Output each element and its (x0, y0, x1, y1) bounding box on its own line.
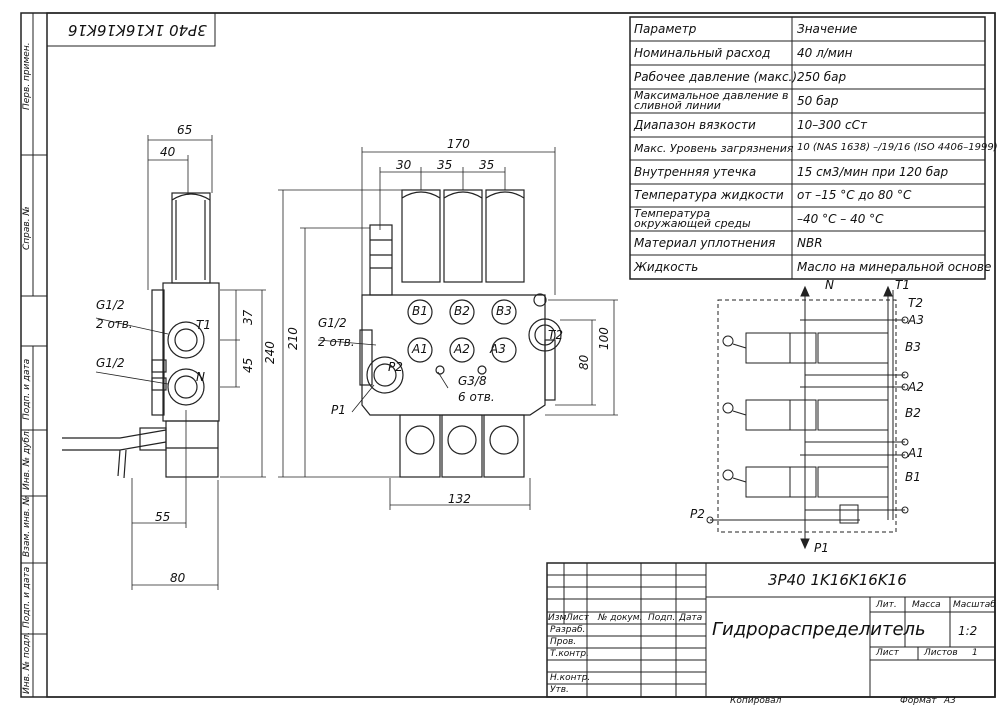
front-a1: A1 (412, 342, 428, 356)
tb-tkontr: Т.контр. (550, 649, 590, 659)
tb-list: Лист (566, 613, 589, 623)
spec-row-param: Макс. Уровень загрязнения (634, 142, 794, 155)
side-two-holes: 2 отв. (96, 317, 133, 331)
spec-row-param: Материал уплотнения (634, 236, 776, 250)
side-dim-240: 240 (263, 341, 277, 364)
footer-format: Формат (900, 696, 937, 706)
schem-p2: P2 (690, 507, 705, 521)
side-g12-a: G1/2 (96, 298, 125, 312)
spec-row-value: –40 °С – 40 °С (797, 212, 884, 226)
front-dim-100: 100 (597, 327, 611, 350)
side-dim-65: 65 (177, 123, 193, 137)
schem-a2: A2 (908, 380, 924, 394)
front-p2: P2 (388, 360, 403, 374)
spec-row-param: Температура окружающей среды (634, 207, 751, 230)
schem-t1: T1 (895, 278, 910, 292)
front-b1: B1 (412, 304, 428, 318)
schem-b3: B3 (905, 340, 921, 354)
spec-row-param: Температура жидкости (634, 188, 784, 202)
spec-row-param: Номинальный расход (634, 46, 771, 60)
front-g12: G1/2 (318, 316, 347, 330)
spec-row-param: Максимальное давление в сливной линии (634, 89, 789, 112)
spec-row-param: Рабочее давление (макс.) (634, 70, 798, 84)
spec-row-value: 250 бар (797, 70, 847, 84)
schem-a1: A1 (908, 446, 924, 460)
schem-a3: A3 (908, 313, 924, 327)
tb-massa: Масса (912, 600, 941, 610)
side-dim-80: 80 (170, 571, 186, 585)
front-dim-30: 30 (396, 158, 412, 172)
side-g12-b: G1/2 (96, 356, 125, 370)
tb-listov-value: 1 (972, 648, 978, 658)
tb-data: Дата (679, 613, 703, 623)
schem-n: N (825, 278, 834, 292)
tb-lit: Лит. (876, 600, 897, 610)
spec-row-value: Масло на минеральной основе (797, 260, 992, 274)
tb-nkontr: Н.контр. (550, 673, 591, 683)
front-b2: B2 (454, 304, 470, 318)
tb-prov: Пров. (550, 637, 577, 647)
side-dim-37: 37 (241, 309, 255, 325)
tb-n-dokum: № докум. (598, 613, 643, 623)
schem-p1: P1 (814, 541, 829, 555)
spec-row-value: 10–300 cСт (797, 118, 867, 132)
strip-inv-podl: Инв. № подл. (22, 631, 32, 694)
tb-utv: Утв. (550, 685, 569, 695)
spec-row-value: от –15 °С до 80 °С (797, 188, 912, 202)
tb-izm: Изм (548, 613, 567, 623)
tb-podp: Подп. (648, 613, 676, 623)
front-p1: P1 (331, 403, 346, 417)
strip-podp-data-2: Подп. и дата (22, 566, 32, 628)
front-dim-35a: 35 (437, 158, 453, 172)
side-port-n: N (196, 370, 205, 384)
front-two-holes: 2 отв. (318, 335, 355, 349)
front-t2: T2 (548, 328, 563, 342)
spec-row-param: Жидкость (634, 260, 699, 274)
strip-sprav-no: Справ. № (22, 206, 32, 250)
schem-t2: T2 (908, 296, 923, 310)
title-name: Гидрораспределитель (712, 619, 926, 640)
side-dim-40: 40 (160, 145, 176, 159)
front-dim-80: 80 (577, 354, 591, 370)
spec-header-param: Параметр (634, 22, 697, 36)
stamp-code: 3P40 1K16K16K16 (68, 21, 207, 39)
side-dim-45: 45 (241, 357, 255, 373)
footer-kopiroval: Копировал (730, 696, 782, 706)
spec-row-value: 40 л/мин (797, 46, 853, 60)
strip-inv-dubl: Инв. № дубл. (22, 428, 32, 490)
schem-b2: B2 (905, 406, 921, 420)
tb-scale-value: 1:2 (958, 624, 978, 638)
footer-format-value: A3 (944, 696, 956, 706)
side-port-t1: T1 (196, 318, 211, 332)
strip-podp-data-1: Подп. и дата (22, 358, 32, 420)
spec-row-param: Диапазон вязкости (634, 118, 756, 132)
front-dim-170: 170 (447, 137, 470, 151)
strip-vzam-inv: Взам. инв. № (22, 495, 32, 557)
strip-perv-primen: Перв. примен. (22, 42, 32, 110)
front-six-holes: 6 отв. (458, 390, 495, 404)
schem-b1: B1 (905, 470, 921, 484)
front-dim-210: 210 (286, 327, 300, 350)
tb-razrab: Разраб. (550, 625, 586, 635)
spec-row-value: 50 бар (797, 94, 839, 108)
front-b3: B3 (496, 304, 512, 318)
side-dim-55: 55 (155, 510, 171, 524)
tb-masshtab: Масштаб (953, 600, 996, 610)
spec-header-value: Значение (797, 22, 858, 36)
front-dim-132: 132 (448, 492, 471, 506)
tb-listov-label: Листов (924, 648, 958, 658)
spec-row-value: 10 (NAS 1638) –/19/16 (ISO 4406–1999) (797, 142, 998, 153)
front-a2: A2 (454, 342, 470, 356)
tb-list-label: Лист (876, 648, 899, 658)
spec-row-param: Внутренняя утечка (634, 165, 757, 179)
spec-row-value: 15 см3/мин при 120 бар (797, 165, 949, 179)
front-a3: A3 (490, 342, 506, 356)
spec-row-value: NBR (797, 236, 823, 250)
title-code: 3P40 1K16K16K16 (768, 571, 907, 589)
front-dim-35b: 35 (479, 158, 495, 172)
front-g38: G3/8 (458, 374, 487, 388)
